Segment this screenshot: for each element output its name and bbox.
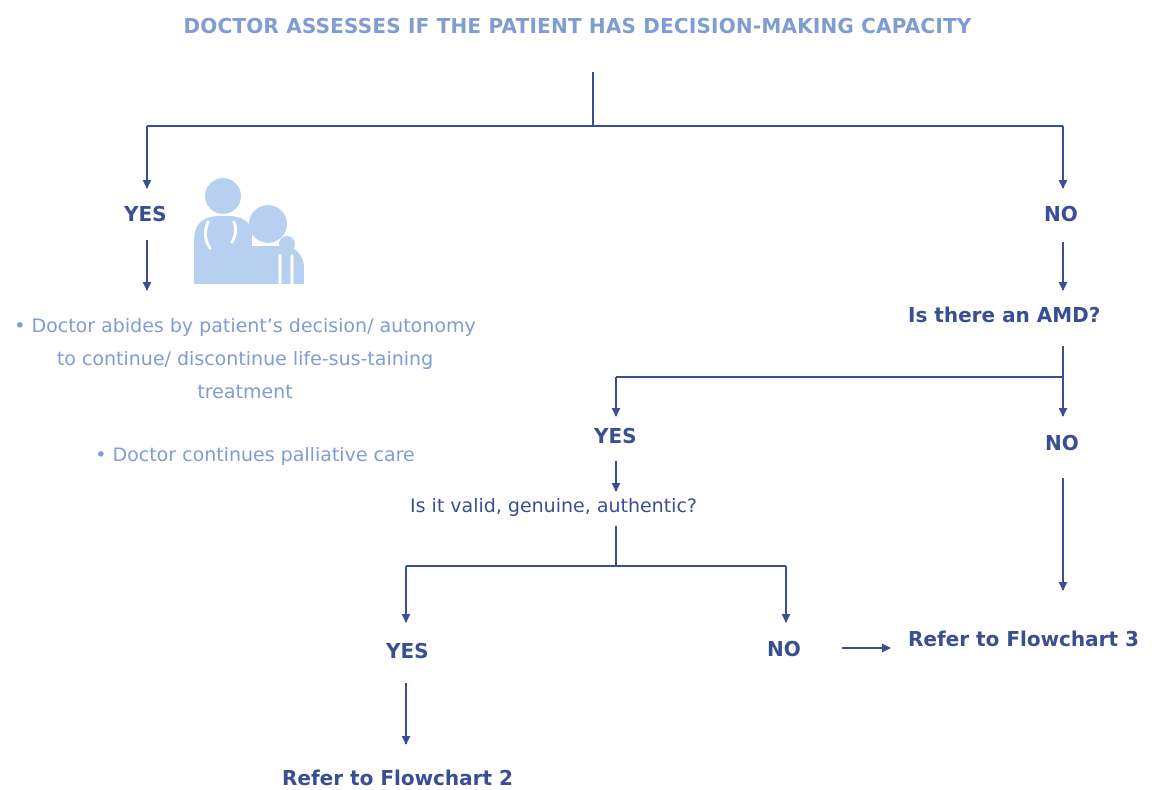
doctor-patient-icon: [194, 178, 304, 286]
amd-no-label: NO: [1045, 431, 1079, 455]
amd-yes-label: YES: [594, 424, 637, 448]
capacity-yes-outcomes: • Doctor abides by patient’s decision/ a…: [0, 310, 490, 472]
refer-flowchart-2: Refer to Flowchart 2: [282, 766, 513, 790]
refer-flowchart-3: Refer to Flowchart 3: [908, 627, 1139, 651]
validity-question: Is it valid, genuine, authentic?: [410, 495, 697, 517]
capacity-yes-label: YES: [124, 202, 167, 226]
valid-yes-label: YES: [386, 639, 429, 663]
capacity-no-label: NO: [1044, 202, 1078, 226]
page-title: DOCTOR ASSESSES IF THE PATIENT HAS DECIS…: [183, 14, 972, 38]
amd-question: Is there an AMD?: [908, 303, 1101, 327]
valid-no-label: NO: [767, 637, 801, 661]
bullet-palliative-care: • Doctor continues palliative care: [95, 444, 415, 466]
bullet-respect-decision: • Doctor abides by patient’s decision/ a…: [14, 315, 476, 403]
